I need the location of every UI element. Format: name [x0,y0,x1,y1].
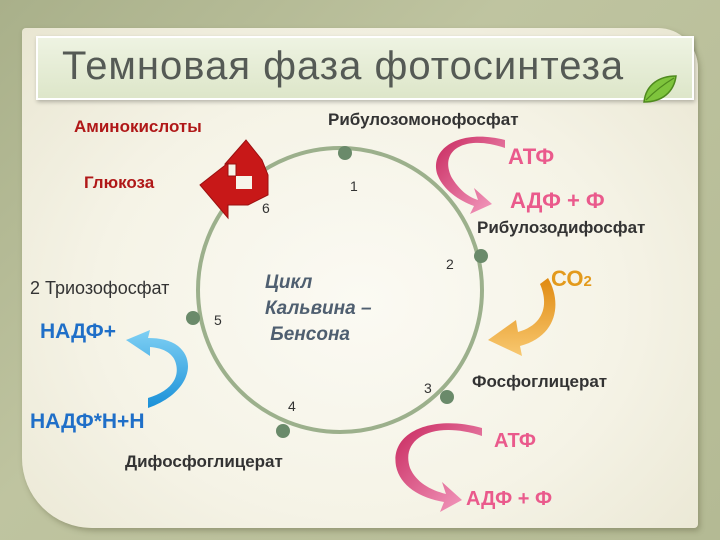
label-diphosphoglycerate: Дифосфоглицерат [125,452,283,471]
label-nadp: НАДФ+ [40,320,116,343]
leaf-icon [643,75,677,103]
label-atp-bottom: АТФ [494,430,536,452]
co2-arrow [488,278,556,356]
step-number-1: 1 [350,178,358,194]
node-triose-phosphate [186,311,200,325]
label-amino-acids: Аминокислоты [74,117,202,136]
node-ribulose-monophosphate [338,146,352,160]
nadph-arrow [126,330,188,408]
label-triose-phosphate: 2 Триозофосфат [30,278,170,298]
node-phosphoglycerate [440,390,454,404]
label-co2: СО2 [551,266,592,291]
node-ribulose-diphosphate [474,249,488,263]
label-glucose: Глюкоза [84,173,155,192]
label-adp-bottom: АДФ + Ф [466,488,553,510]
cycle-ring [196,146,484,434]
label-phosphoglycerate: Фосфоглицерат [472,372,608,391]
node-diphosphoglycerate [276,424,290,438]
step-number-6: 6 [262,200,270,216]
step-number-5: 5 [214,312,222,328]
slide-title: Темновая фаза фотосинтеза [62,44,625,88]
label-adp-top: АДФ + Ф [510,188,605,213]
label-ribulose-monophosphate: Рибулозомонофосфат [328,110,519,129]
step-number-2: 2 [446,256,454,272]
slide-panel [22,28,698,528]
label-atp-top: АТФ [508,144,555,169]
step-number-4: 4 [288,398,296,414]
product-branch-arrow [199,139,269,220]
atp-arrow-bottom [395,423,482,512]
title-bar [36,36,694,100]
label-ribulose-diphosphate: Рибулозодифосфат [477,218,646,237]
step-number-3: 3 [424,380,432,396]
atp-arrow-top [436,136,505,214]
cycle-label: Цикл Кальвина – Бенсона [265,272,372,345]
label-nadph: НАДФ*Н+Н [30,410,145,433]
